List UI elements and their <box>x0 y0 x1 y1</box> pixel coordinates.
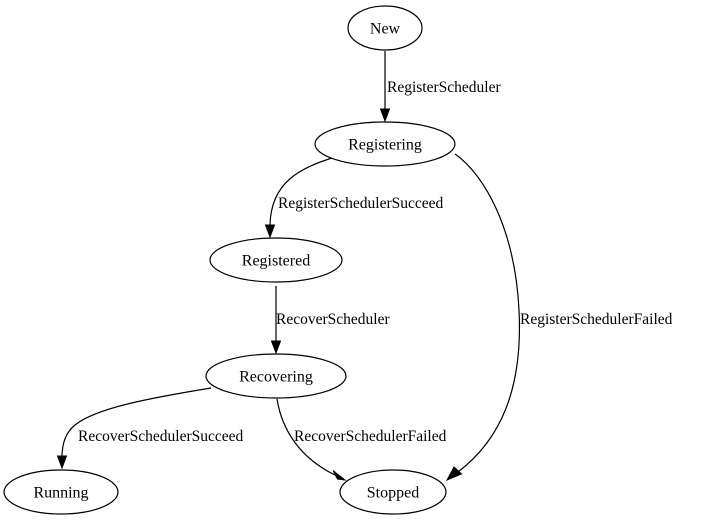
arrowhead <box>264 224 276 239</box>
node-registering-label: Registering <box>348 137 422 154</box>
edge-recovering-running: RecoverSchedulerSucceed <box>56 387 244 470</box>
node-new-label: New <box>370 21 401 38</box>
edge-new-registering: RegisterScheduler <box>379 51 501 123</box>
edge-label-recover-scheduler-succeed: RecoverSchedulerSucceed <box>78 428 244 445</box>
edge-label-register-scheduler-failed: RegisterSchedulerFailed <box>520 311 673 328</box>
node-registered-label: Registered <box>242 253 310 270</box>
edge-label-register-scheduler-succeed: RegisterSchedulerSucceed <box>278 195 444 212</box>
node-new-shape <box>347 5 423 51</box>
node-recovering: Recovering <box>205 353 347 399</box>
arrowhead <box>379 108 391 123</box>
node-recovering-label: Recovering <box>239 369 313 386</box>
edges: RegisterScheduler RegisterSchedulerSucce… <box>56 51 673 481</box>
edge-registered-recovering: RecoverScheduler <box>270 286 390 355</box>
nodes: New Registering Registered Recovering Ru… <box>3 5 456 515</box>
node-registering: Registering <box>314 121 456 167</box>
edge-registering-stopped: RegisterSchedulerFailed <box>445 153 673 481</box>
edge-label-recover-scheduler: RecoverScheduler <box>276 311 390 328</box>
arrowhead <box>56 455 68 470</box>
arrowhead <box>445 466 463 481</box>
node-registered: Registered <box>209 237 343 283</box>
arrowhead <box>270 340 282 355</box>
node-recovering-shape <box>205 353 347 399</box>
node-registered-shape <box>209 237 343 283</box>
node-running-shape <box>3 469 119 515</box>
node-stopped-shape <box>339 469 447 515</box>
node-stopped: Stopped <box>339 469 447 515</box>
edge-label-register-scheduler: RegisterScheduler <box>387 79 501 96</box>
node-running: Running <box>3 469 119 515</box>
node-new: New <box>347 5 423 51</box>
node-stopped-label: Stopped <box>367 485 419 502</box>
node-running-label: Running <box>33 485 88 502</box>
edge-label-recover-scheduler-failed: RecoverSchedulerFailed <box>294 428 447 445</box>
edge-recovering-stopped: RecoverSchedulerFailed <box>276 398 447 481</box>
arrowhead <box>332 470 347 481</box>
edge-registering-registered: RegisterSchedulerSucceed <box>264 156 444 239</box>
node-registering-shape <box>314 121 456 167</box>
